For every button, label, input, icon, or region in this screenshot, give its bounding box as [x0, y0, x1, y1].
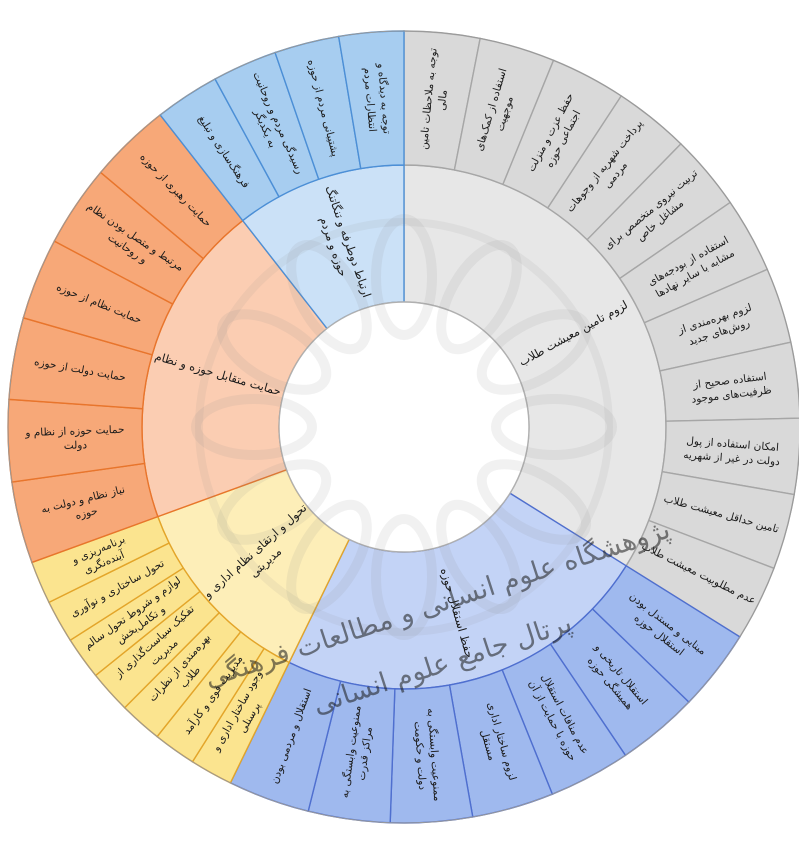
outer-rim — [7, 30, 799, 824]
watermark-logo — [191, 214, 617, 640]
item-label-5-4: توجه به دیدگاه وانتظارات مردم — [361, 62, 394, 136]
segments-layer — [7, 30, 799, 824]
item-label-4-2: حمایت حوزه از نظام ودولت — [24, 424, 125, 454]
center-hub — [278, 301, 530, 553]
